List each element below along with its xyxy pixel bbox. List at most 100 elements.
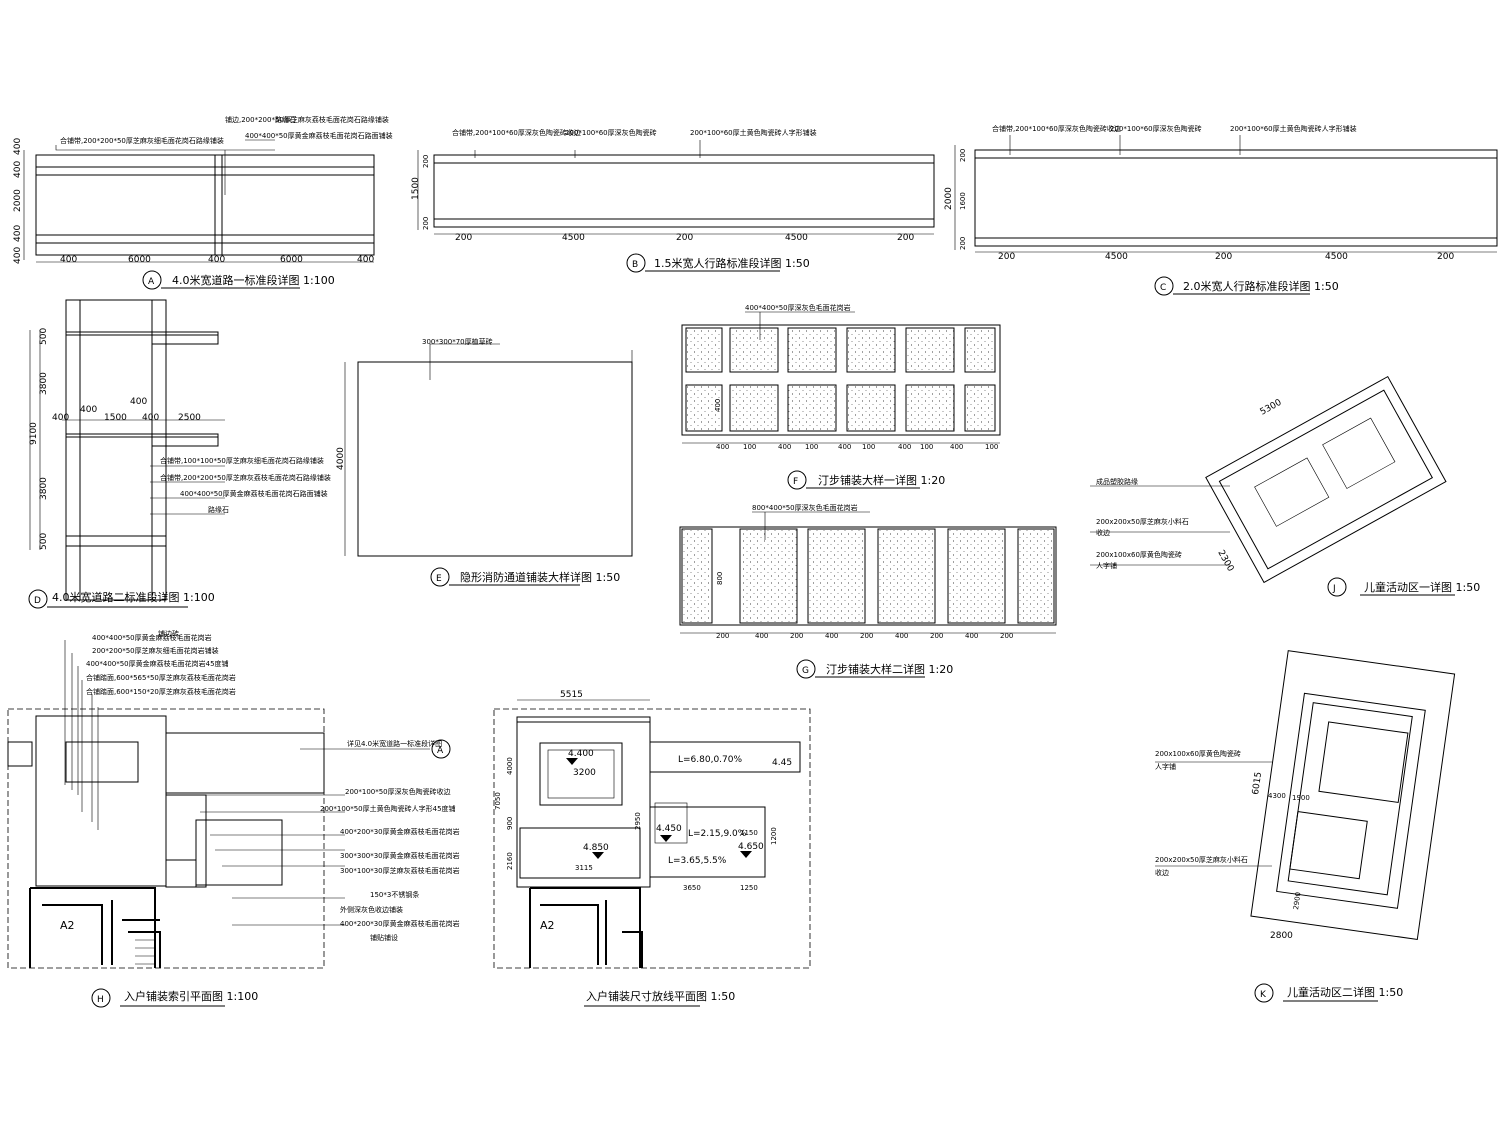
detail-tag: D [34, 596, 41, 606]
detail-title: 入户铺装尺寸放线平面图 1:50 [586, 989, 735, 1003]
note: 200*100*60厚深灰色陶瓷砖 [1110, 124, 1202, 133]
note: 合铺带,200*100*60厚深灰色陶瓷砖收边 [992, 124, 1121, 133]
dim: 5515 [560, 690, 583, 700]
dim: 200 [716, 632, 729, 640]
detail-title: 汀步铺装大样二详图 1:20 [826, 662, 953, 676]
dim: 400 [895, 632, 908, 640]
dim: 100 [985, 443, 998, 451]
note: 200*200*50厚芝麻灰细毛面花岗岩铺装 [92, 646, 219, 655]
detail-tag: F [793, 477, 798, 487]
detail-title: 2.0米宽人行路标准段详图 1:50 [1183, 279, 1339, 293]
note: 合铺带,200*200*50厚芝麻灰荔枝毛面花岗石路缘铺装 [160, 473, 331, 482]
dim: 4000 [506, 757, 514, 775]
detail-title: 1.5米宽人行路标准段详图 1:50 [654, 256, 810, 270]
dim: 100 [743, 443, 756, 451]
dim: 200 [959, 149, 967, 162]
dim: 4500 [1105, 252, 1128, 262]
detail-a: 路缘石 合铺带,200*200*50厚芝麻灰细毛面花岗石路缘铺装 铺边,200*… [13, 115, 393, 290]
dim: 2800 [1270, 931, 1293, 941]
note: 人字铺 [1155, 762, 1176, 771]
detail-tag: H [97, 995, 104, 1005]
dim: 100 [862, 443, 875, 451]
dim: 2900 [1292, 892, 1302, 911]
dim: 6000 [128, 255, 151, 265]
room-label: A2 [60, 919, 75, 932]
dim: 400 [13, 225, 23, 242]
dim: 2000 [944, 187, 954, 210]
note: 200*100*60厚土黄色陶瓷砖人字形铺装 [690, 128, 817, 137]
dim: 400 [357, 255, 374, 265]
dim: 100 [920, 443, 933, 451]
dim: 3650 [683, 884, 701, 892]
dim: 100 [805, 443, 818, 451]
detail-title: 汀步铺装大样一详图 1:20 [818, 473, 945, 487]
detail-tag: E [436, 574, 442, 584]
note: 400*400*50厚黄金麻荔枝毛面花岗石路面铺装 [180, 489, 328, 498]
dim: 400 [716, 443, 729, 451]
room-label: A2 [540, 919, 555, 932]
note: 300*100*30厚芝麻灰荔枝毛面花岗岩 [340, 866, 460, 875]
dim: 400 [778, 443, 791, 451]
slope: L=2.15,9.0% [688, 829, 747, 839]
dim: 4500 [785, 233, 808, 243]
detail-tag: A [148, 277, 155, 287]
dim: 200 [1215, 252, 1232, 262]
note: 铺边砖 [158, 629, 179, 638]
dim: 400 [965, 632, 978, 640]
dim: 200 [422, 155, 430, 168]
dim: 900 [506, 817, 514, 830]
dim: 1250 [740, 884, 758, 892]
note: 成品塑胶路缘 [1096, 477, 1138, 486]
dim: 4.45 [772, 758, 792, 768]
note: 外侧深灰色收边铺装 [340, 905, 403, 914]
slope: L=3.65,5.5% [668, 856, 727, 866]
note: 300*300*70厚植草砖 [422, 337, 493, 346]
dim: 400 [838, 443, 851, 451]
dim: 9100 [29, 422, 39, 445]
dim: 400 [755, 632, 768, 640]
dim: 2000 [13, 189, 23, 212]
dim: 200 [1437, 252, 1454, 262]
dim: 1500 [104, 413, 127, 423]
note: 200*100*50厚土黄色陶瓷砖人字形45度铺 [320, 804, 456, 813]
note: 合铺带,200*200*50厚芝麻灰细毛面花岗石路缘铺装 [60, 136, 224, 145]
note: 收边 [1155, 868, 1169, 877]
dim: 3200 [573, 768, 596, 778]
dim: 200 [860, 632, 873, 640]
dim: 500 [39, 533, 49, 550]
detail-f: 400*400*50厚深灰色毛面花岗岩 400 100 400 100 400 … [681, 303, 1001, 490]
dim: 200 [676, 233, 693, 243]
dim: 3800 [39, 372, 49, 395]
note: 200x100x60厚黄色陶瓷砖 [1096, 550, 1182, 559]
dim: 2160 [506, 852, 514, 870]
dim: 4.450 [656, 824, 682, 834]
note: 400*200*30厚黄金麻荔枝毛面花岗岩 [340, 919, 460, 928]
dim: 200 [1000, 632, 1013, 640]
dim: 200 [998, 252, 1015, 262]
detail-title: 儿童活动区二详图 1:50 [1287, 985, 1403, 999]
dim: 400 [52, 413, 69, 423]
dim: 1150 [740, 829, 758, 837]
dim: 400 [898, 443, 911, 451]
dim: 200 [790, 632, 803, 640]
note: 铺边,200*200*50厚芝麻灰荔枝毛面花岗石路缘铺装 [225, 115, 389, 124]
dim: 500 [39, 328, 49, 345]
note: 合铺踏面,600*565*50厚芝麻灰荔枝毛面花岗岩 [86, 673, 236, 682]
note: 200x200x50厚芝麻灰小料石 [1155, 855, 1248, 864]
detail-title: 4.0米宽道路一标准段详图 1:100 [172, 273, 335, 287]
note: 路缘石 [275, 115, 296, 124]
note: 合铺踏面,600*150*20厚芝麻灰荔枝毛面花岗岩 [86, 687, 236, 696]
slope: L=6.80,0.70% [678, 755, 742, 765]
note: 200*100*50厚深灰色陶瓷砖收边 [345, 787, 451, 796]
dim: 400 [130, 397, 147, 407]
paver-row [685, 327, 996, 432]
note: 铺贴铺设 [370, 933, 398, 942]
dim: 400 [13, 247, 23, 264]
dim: 200 [959, 237, 967, 250]
dim: 400 [80, 405, 97, 415]
dim: 800 [716, 572, 724, 585]
dim: 200 [422, 217, 430, 230]
dim: 4.650 [738, 842, 764, 852]
dim: 4500 [1325, 252, 1348, 262]
note: 400*200*30厚黄金麻荔枝毛面花岗岩 [340, 827, 460, 836]
